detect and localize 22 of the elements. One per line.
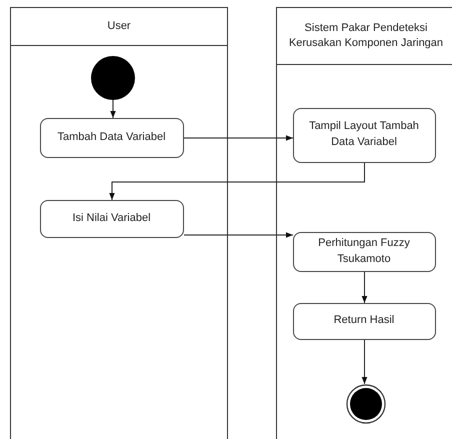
activity-label: Return Hasil — [334, 313, 394, 328]
activity-box — [292, 232, 436, 272]
activity-label: Isi Nilai Variabel — [72, 210, 151, 226]
swimlane — [276, 7, 452, 439]
arrow — [184, 135, 294, 141]
activity-label: Perhitungan Fuzzy Tsukamoto — [317, 236, 411, 266]
arrow — [110, 100, 116, 118]
arrow — [109, 162, 365, 200]
initial-node — [90, 56, 134, 100]
arrow — [362, 340, 368, 384]
lane-title: User — [107, 18, 131, 34]
swimlane — [10, 7, 228, 439]
final-node — [346, 384, 386, 424]
activity-box — [292, 108, 436, 162]
arrow — [184, 232, 294, 238]
activity-box — [40, 118, 184, 158]
activity-label: Tampil Layout Tambah Data Variabel — [308, 119, 420, 150]
activity-label: Tambah Data Variabel — [57, 130, 166, 145]
arrow — [362, 272, 368, 304]
activity-box — [292, 302, 436, 340]
activity-box — [40, 200, 184, 238]
lane-title: Sistem Pakar Pendeteksi Kerusakan Komponen Jaringan — [288, 20, 444, 51]
